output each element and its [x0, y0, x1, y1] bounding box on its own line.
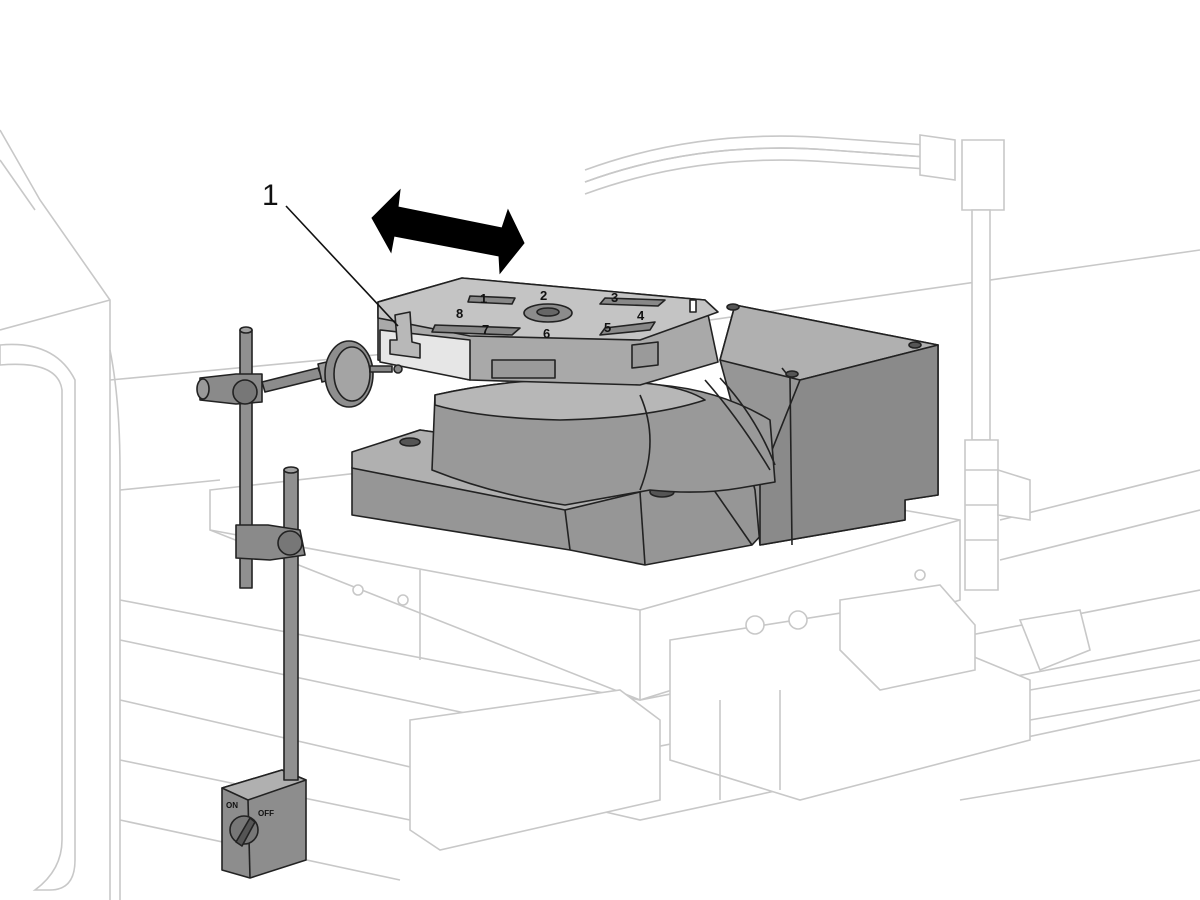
switch-off-label: OFF — [258, 809, 274, 818]
switch-on-label: ON — [226, 801, 238, 810]
table-number: 1 — [480, 291, 487, 306]
motion-arrow-icon — [371, 188, 525, 275]
rotary-table-assembly: 2 3 4 5 6 7 8 1 — [351, 277, 939, 566]
dial-indicator-stand: ON OFF — [196, 326, 403, 879]
table-number: 6 — [543, 326, 550, 341]
stand-post — [283, 469, 299, 781]
callout-leader-line — [285, 205, 399, 327]
callout-1: 1 — [262, 179, 399, 327]
callout-number: 1 — [262, 179, 279, 212]
table-number: 5 — [604, 320, 611, 335]
table-number: 4 — [637, 308, 645, 323]
table-number: 7 — [482, 322, 489, 337]
table-number: 2 — [540, 288, 547, 303]
table-number: 3 — [611, 290, 618, 305]
table-number: 8 — [456, 306, 463, 321]
